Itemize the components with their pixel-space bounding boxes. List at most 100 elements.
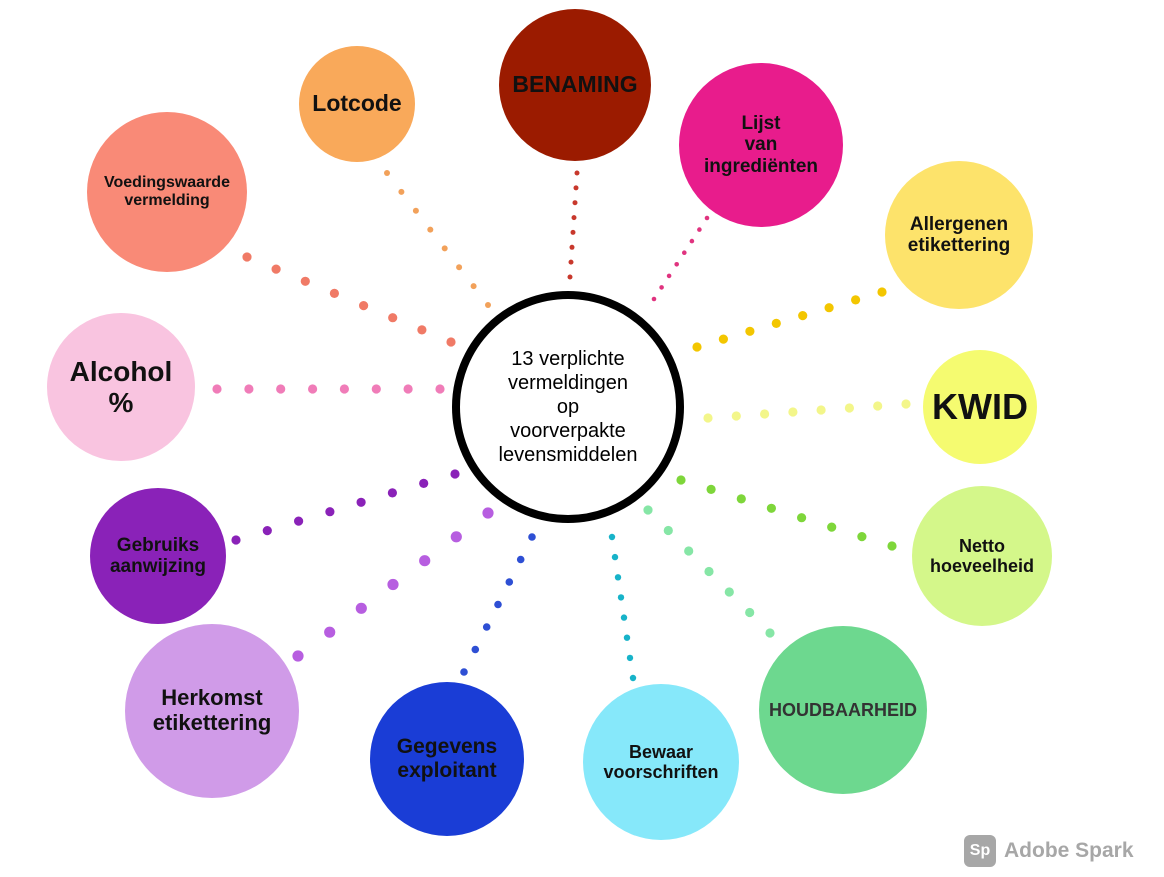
node-houdbaarheid: HOUDBAARHEID <box>759 626 927 794</box>
node-allergenen: Allergenen etikettering <box>885 161 1033 309</box>
kwid-connector-dot <box>901 399 911 409</box>
allergenen-connector-dot <box>851 295 861 305</box>
node-netto-hoeveelheid: Netto hoeveelheid <box>912 486 1052 626</box>
alcohol-connector-dot <box>435 384 445 394</box>
node-bewaarvoorschriften: Bewaar voorschriften <box>583 684 739 840</box>
kwid-connector-dot <box>844 403 855 413</box>
bewaarvoorschriften-connector <box>608 533 637 682</box>
node-herkomst: Herkomst etikettering <box>125 624 299 798</box>
lijst-ingredienten-connector-dot <box>697 227 702 232</box>
bewaarvoorschriften-connector-dot <box>614 574 622 581</box>
node-lotcode: Lotcode <box>299 46 415 162</box>
kwid-connector <box>703 399 911 423</box>
lijst-ingredienten-connector-dot <box>666 273 672 279</box>
benaming-connector-dot <box>571 215 577 221</box>
center-node: 13 verplichte vermeldingen op voorverpak… <box>452 291 684 523</box>
lijst-ingredienten-connector-dot <box>674 262 679 267</box>
alcohol-connector-dot <box>371 384 381 394</box>
lotcode-connector-dot <box>398 188 405 195</box>
bewaarvoorschriften-connector-dot <box>620 614 628 621</box>
allergenen-connector-dot <box>877 287 887 297</box>
kwid-connector-dot <box>788 407 798 417</box>
gebruiksaanwijzing-connector-dot <box>450 469 460 479</box>
benaming-connector-dot <box>572 200 578 206</box>
voedingswaarde-connector-dot <box>388 313 398 323</box>
node-kwid: KWID <box>923 350 1037 464</box>
lotcode-connector-dot <box>441 245 448 252</box>
lotcode-connector-dot <box>485 302 491 308</box>
houdbaarheid-connector-dot <box>724 587 734 597</box>
gebruiksaanwijzing-connector <box>231 469 460 545</box>
herkomst-connector-dot <box>450 531 462 543</box>
adobe-spark-watermark: Sp Adobe Spark <box>964 834 1134 868</box>
alcohol-connector-dot <box>212 384 222 394</box>
benaming-connector-dot <box>568 259 574 265</box>
kwid-connector-dot <box>873 401 883 411</box>
gebruiksaanwijzing-connector-dot <box>294 516 304 526</box>
allergenen-connector-dot <box>692 342 702 352</box>
bewaarvoorschriften-connector-dot <box>626 654 634 662</box>
voedingswaarde-connector-dot <box>417 325 427 335</box>
alcohol-connector-dot <box>276 384 286 394</box>
voedingswaarde-connector-dot <box>271 264 281 274</box>
netto-hoeveelheid-connector-dot <box>736 494 746 504</box>
lotcode-connector <box>384 170 491 308</box>
lotcode-connector-dot <box>412 207 419 214</box>
voedingswaarde-connector <box>242 252 456 347</box>
voedingswaarde-connector-dot <box>329 288 339 298</box>
benaming-connector-dot <box>573 185 579 191</box>
allergenen-connector-dot <box>771 318 781 328</box>
lijst-ingredienten-connector <box>651 215 710 302</box>
lijst-ingredienten-connector-dot <box>682 250 687 255</box>
allergenen-connector <box>692 287 887 352</box>
node-lijst-ingredienten: Lijst van ingrediënten <box>679 63 843 227</box>
houdbaarheid-connector <box>643 505 775 638</box>
gegevens-exploitant-connector-dot <box>471 645 480 654</box>
gegevens-exploitant-connector <box>460 533 536 676</box>
alcohol-connector-dot <box>244 384 254 394</box>
bewaarvoorschriften-connector-dot <box>629 674 637 682</box>
node-voedingswaarde: Voedingswaarde vermelding <box>87 112 247 272</box>
lijst-ingredienten-connector-dot <box>689 238 695 244</box>
voedingswaarde-connector-dot <box>446 337 456 347</box>
kwid-connector-dot <box>760 409 770 419</box>
benaming-connector-dot <box>570 229 576 235</box>
allergenen-connector-dot <box>824 303 834 313</box>
netto-hoeveelheid-connector-dot <box>766 503 777 513</box>
herkomst-connector-dot <box>355 602 367 614</box>
allergenen-connector-dot <box>718 334 729 344</box>
lijst-ingredienten-connector-dot <box>659 285 664 290</box>
gebruiksaanwijzing-connector-dot <box>231 535 241 545</box>
node-gebruiksaanwijzing: Gebruiks aanwijzing <box>90 488 226 624</box>
gegevens-exploitant-connector-dot <box>505 578 514 586</box>
houdbaarheid-connector-dot <box>684 546 694 556</box>
voedingswaarde-connector-dot <box>242 252 252 262</box>
houdbaarheid-connector-dot <box>663 525 673 536</box>
node-benaming: BENAMING <box>499 9 651 161</box>
allergenen-connector-dot <box>745 326 755 336</box>
node-gegevens-exploitant: Gegevens exploitant <box>370 682 524 836</box>
bewaarvoorschriften-connector-dot <box>623 634 631 641</box>
benaming-connector <box>567 170 580 280</box>
adobe-spark-logo-icon: Sp <box>964 835 996 867</box>
lijst-ingredienten-connector-dot <box>651 296 657 302</box>
herkomst-connector-dot <box>292 650 304 662</box>
benaming-connector-dot <box>569 244 575 250</box>
netto-hoeveelheid-connector-dot <box>797 513 807 523</box>
gebruiksaanwijzing-connector-dot <box>419 478 429 488</box>
allergenen-connector-dot <box>798 311 808 321</box>
gebruiksaanwijzing-connector-dot <box>325 507 335 517</box>
herkomst-connector-dot <box>419 555 431 567</box>
benaming-connector-dot <box>574 170 580 176</box>
bewaarvoorschriften-connector-dot <box>608 533 616 541</box>
herkomst-connector-dot <box>387 578 399 591</box>
kwid-connector-dot <box>731 411 741 421</box>
netto-hoeveelheid-connector <box>676 475 897 551</box>
gegevens-exploitant-connector-dot <box>528 533 536 541</box>
houdbaarheid-connector-dot <box>765 628 775 638</box>
lotcode-connector-dot <box>427 226 434 233</box>
netto-hoeveelheid-connector-dot <box>676 475 686 485</box>
houdbaarheid-connector-dot <box>704 566 714 577</box>
